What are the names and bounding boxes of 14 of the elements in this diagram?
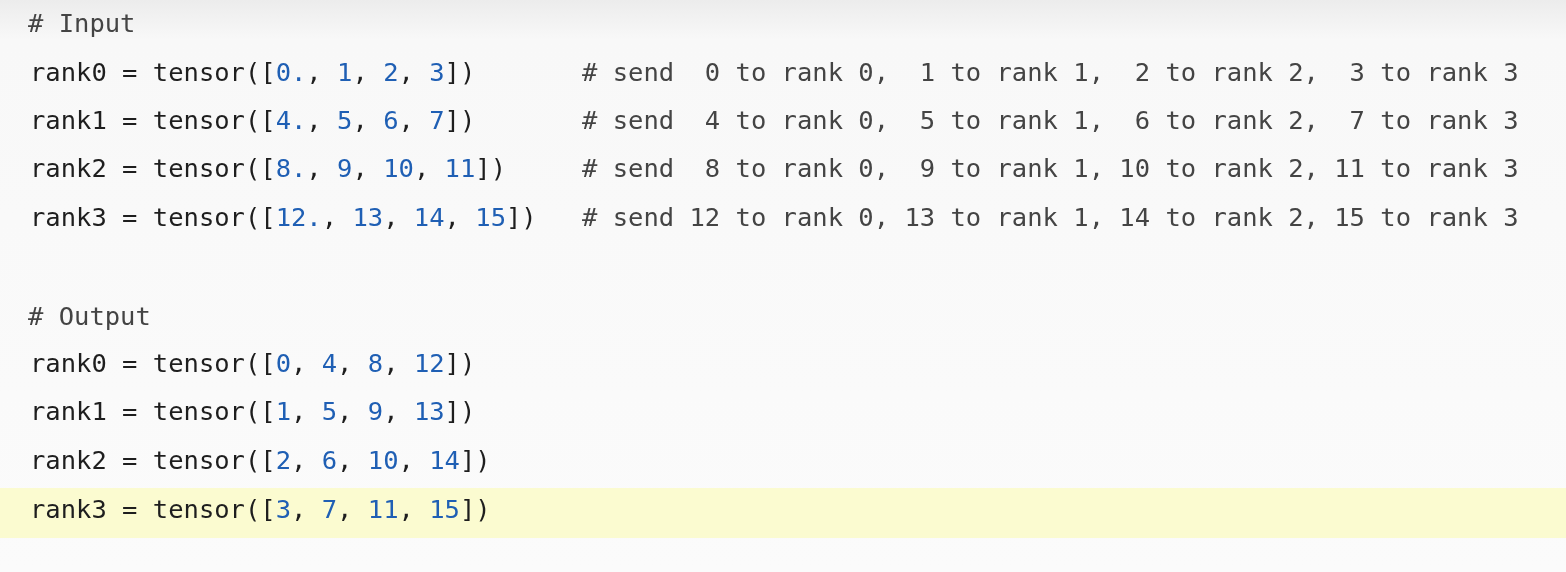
code-comment: # send 4 to rank 0, 5 to rank 1, 6 to rank 2, 7 to rank 3 bbox=[582, 104, 1519, 137]
comment-heading: # Input bbox=[28, 7, 136, 40]
code-line: rank2 = tensor([8., 9, 10, 11]) bbox=[30, 152, 507, 185]
code-line: rank1 = tensor([4., 5, 6, 7]) bbox=[30, 104, 476, 137]
code-line: rank2 = tensor([2, 6, 10, 14]) bbox=[30, 444, 491, 477]
code-comment: # send 0 to rank 0, 1 to rank 1, 2 to rank 2, 3 to rank 3 bbox=[582, 56, 1519, 89]
code-line: rank3 = tensor([3, 7, 11, 15]) bbox=[30, 493, 491, 526]
code-comment: # send 12 to rank 0, 13 to rank 1, 14 to rank 2, 15 to rank 3 bbox=[582, 201, 1519, 234]
code-line: rank0 = tensor([0, 4, 8, 12]) bbox=[30, 347, 476, 380]
code-comment: # send 8 to rank 0, 9 to rank 1, 10 to rank 2, 11 to rank 3 bbox=[582, 152, 1519, 185]
comment-heading: # Output bbox=[28, 300, 151, 333]
code-line: rank3 = tensor([12., 13, 14, 15]) bbox=[30, 201, 537, 234]
code-line: rank0 = tensor([0., 1, 2, 3]) bbox=[30, 56, 476, 89]
code-line: rank1 = tensor([1, 5, 9, 13]) bbox=[30, 395, 476, 428]
